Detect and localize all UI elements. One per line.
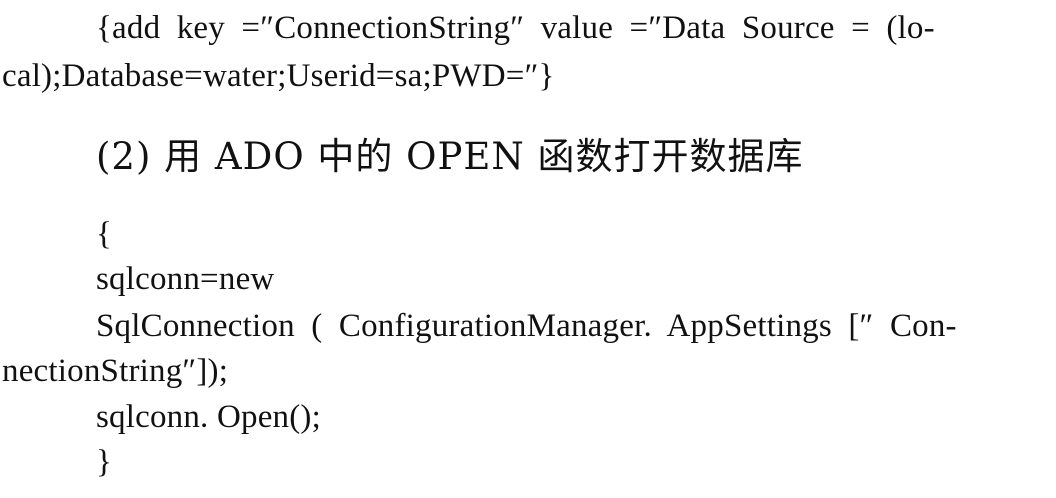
code-line-connectionstring: nectionString″]); bbox=[2, 353, 229, 389]
code-line-open: sqlconn. Open(); bbox=[96, 399, 321, 435]
code-line-new: sqlconn=new bbox=[96, 261, 275, 297]
section-heading: (2) 用 ADO 中的 OPEN 函数打开数据库 bbox=[96, 135, 804, 178]
code-close-brace: } bbox=[96, 444, 113, 480]
config-line-2: cal);Database=water;Userid=sa;PWD=″} bbox=[2, 58, 555, 94]
code-line-sqlconnection: SqlConnection ( ConfigurationManager. Ap… bbox=[96, 308, 957, 344]
config-line-1: {add key =″ConnectionString″ value =″Dat… bbox=[96, 10, 935, 46]
code-open-brace: { bbox=[96, 216, 113, 252]
